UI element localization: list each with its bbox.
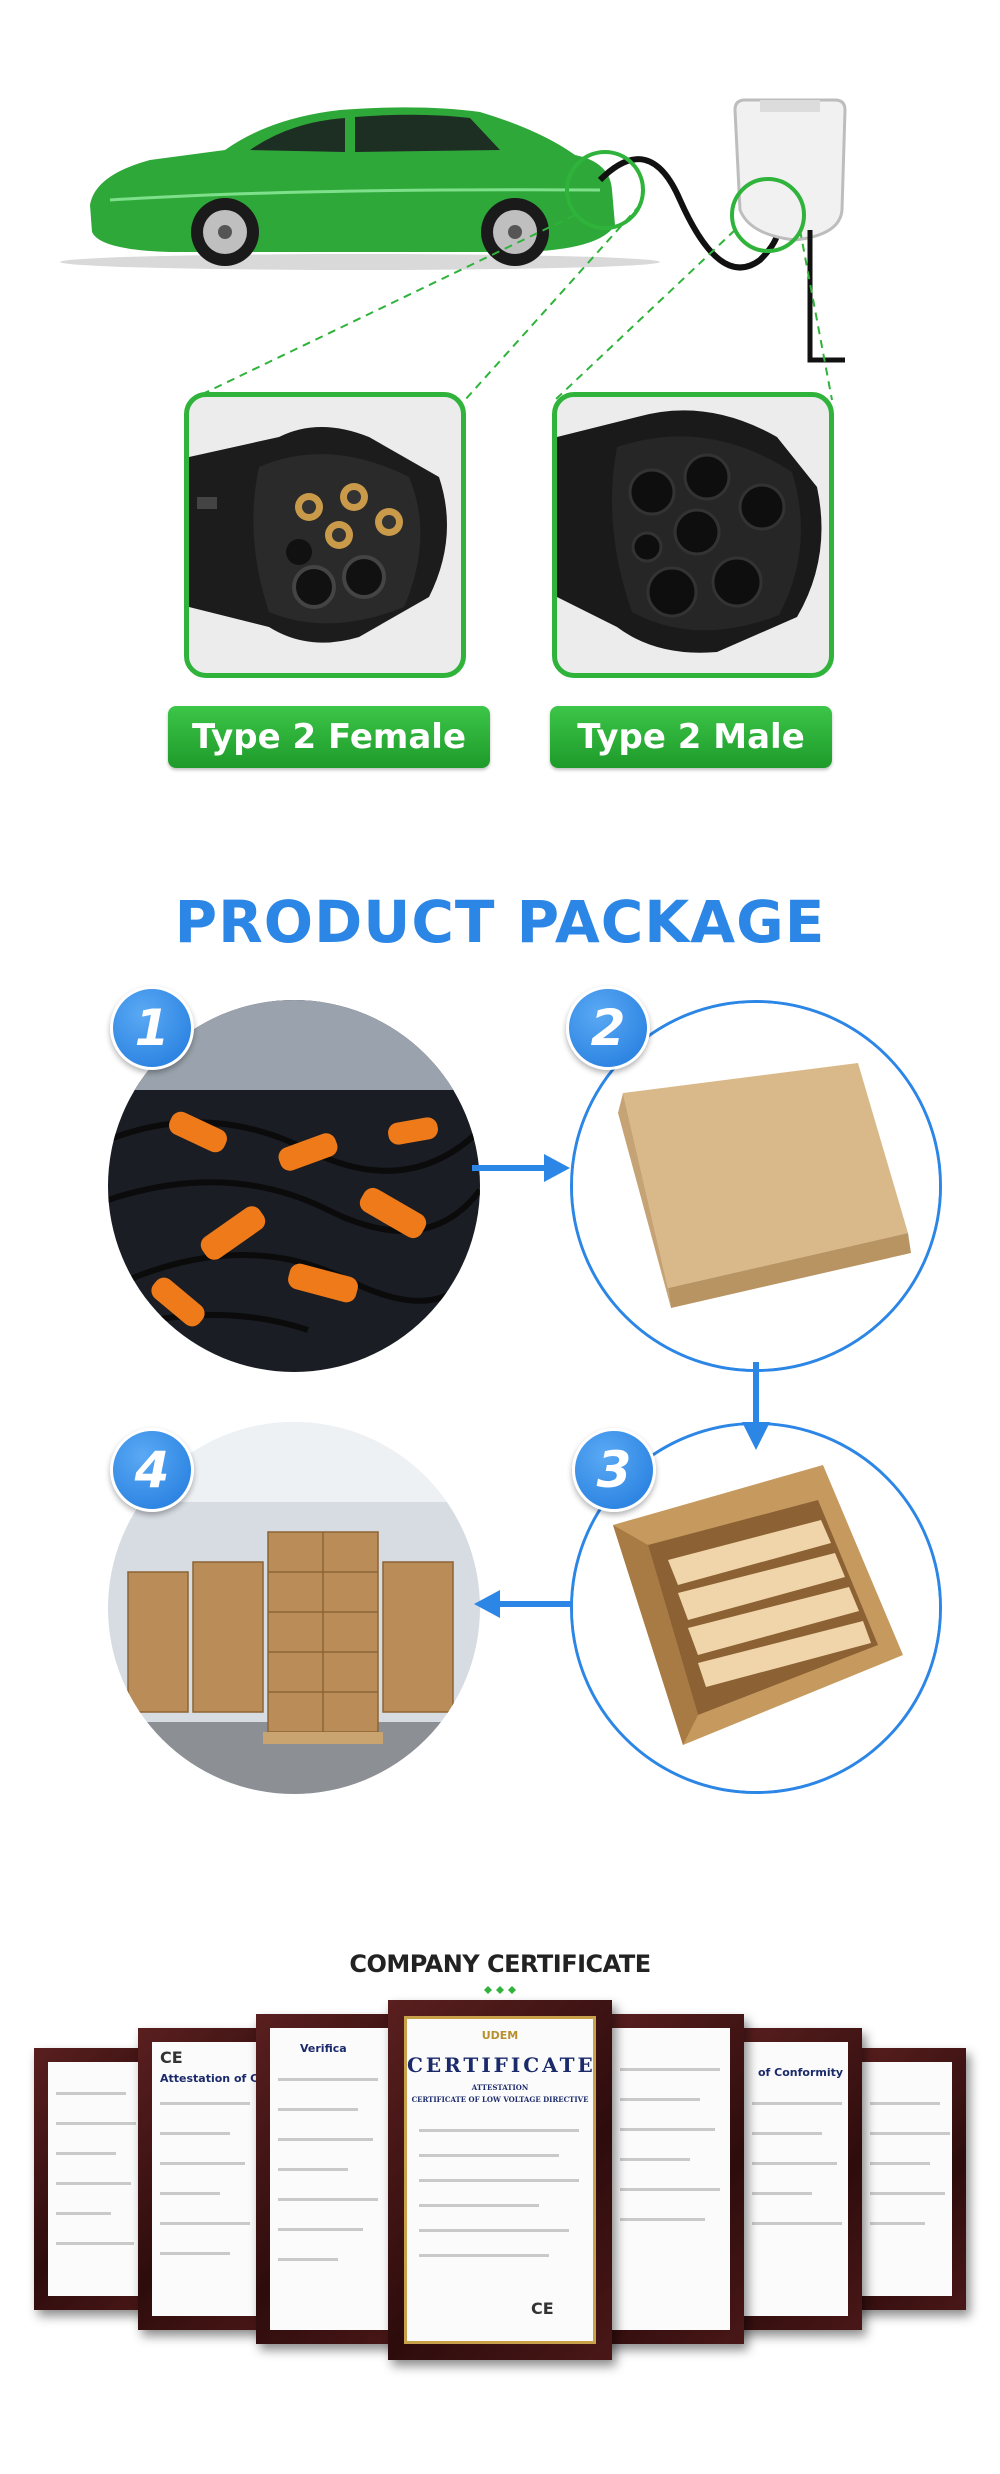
certificate-frame-3: Verifica bbox=[256, 2014, 402, 2344]
ce-mark-main: CE bbox=[531, 2299, 554, 2318]
verification-text: Verifica bbox=[300, 2042, 347, 2055]
step-number-2: 2 bbox=[566, 986, 650, 1070]
certificate-sub-lvd: CERTIFICATE OF LOW VOLTAGE DIRECTIVE bbox=[411, 2095, 589, 2104]
arrow-right-icon bbox=[472, 1154, 570, 1182]
connector-section: Type 2 Female Type 2 Male bbox=[0, 0, 1000, 800]
certificate-frame-5 bbox=[598, 2014, 744, 2344]
certificate-sub-attestation: ATTESTATION bbox=[471, 2083, 529, 2092]
certificate-frame-2: CE Attestation of Co bbox=[138, 2028, 270, 2330]
step4-warehouse-photo bbox=[108, 1422, 480, 1794]
title-decoration-dots bbox=[484, 1986, 516, 1994]
company-certificate-title: COMPANY CERTIFICATE bbox=[349, 1950, 651, 1978]
certificate-frame-1 bbox=[34, 2048, 152, 2310]
type2-male-connector-image bbox=[552, 392, 834, 678]
arrow-left-icon bbox=[474, 1590, 572, 1618]
certificate-frame-7 bbox=[848, 2048, 966, 2310]
ce-mark: CE bbox=[160, 2048, 183, 2067]
udem-logo: UDEM bbox=[481, 2029, 519, 2042]
certificate-heading: CERTIFICATE bbox=[407, 2053, 596, 2077]
type2-female-connector-image bbox=[184, 392, 466, 678]
type2-female-label: Type 2 Female bbox=[168, 706, 490, 768]
product-package-title: PRODUCT PACKAGE bbox=[174, 888, 826, 956]
male-plug-graphic bbox=[557, 410, 822, 653]
certificate-frame-6: of Conformity bbox=[730, 2028, 862, 2330]
step-number-4: 4 bbox=[110, 1428, 194, 1512]
car-charging-illustration bbox=[60, 98, 847, 401]
conformity-text: of Conformity bbox=[758, 2066, 844, 2079]
type2-male-label: Type 2 Male bbox=[550, 706, 832, 768]
step2-flat-box-photo bbox=[570, 1000, 942, 1372]
female-plug-graphic bbox=[189, 427, 447, 643]
arrow-down-icon bbox=[742, 1362, 770, 1450]
attestation-text: Attestation of Co bbox=[160, 2072, 256, 2085]
step-number-3: 3 bbox=[572, 1428, 656, 1512]
certificate-frame-main: UDEM CERTIFICATE ATTESTATION CERTIFICATE… bbox=[388, 2000, 612, 2360]
step-number-1: 1 bbox=[110, 986, 194, 1070]
